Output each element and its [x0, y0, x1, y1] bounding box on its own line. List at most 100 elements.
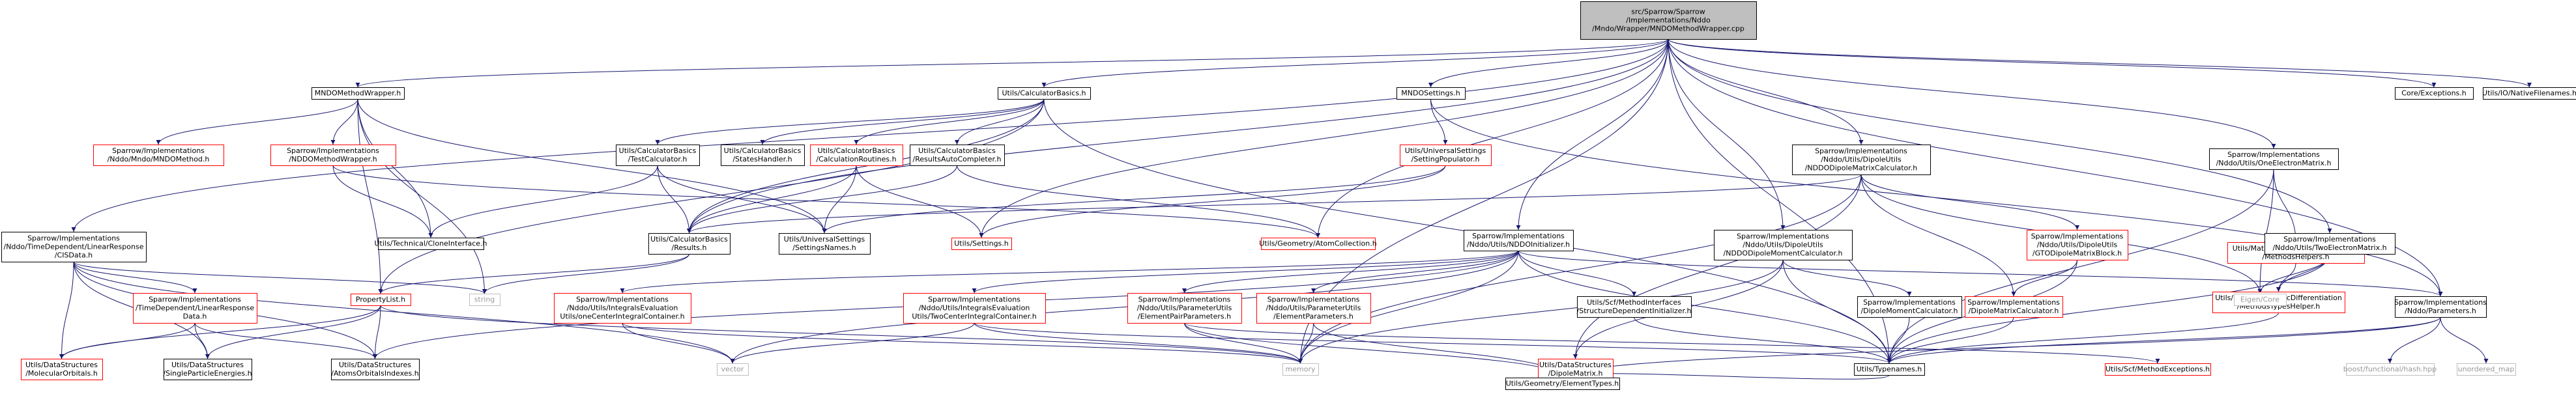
- node-mndomw[interactable]: MNDOMethodWrapper.h: [311, 87, 405, 100]
- node-structdep[interactable]: Utils/Scf/MethodInterfaces/StructureDepe…: [1577, 296, 1692, 318]
- node-nddoinit[interactable]: Sparrow/Implementations/Nddo/Utils/NDDOI…: [1464, 230, 1574, 251]
- node-techclone[interactable]: Utils/Technical/CloneInterface.h: [374, 238, 487, 250]
- node-label: PropertyList.h: [356, 296, 405, 304]
- node-typenames[interactable]: Utils/Typenames.h: [1854, 363, 1925, 376]
- node-label: /Nddo/Utils/ParameterUtils: [1266, 304, 1361, 313]
- edge-twocenter-to-typenames: [974, 322, 1892, 364]
- node-label: /NDDODipoleMatrixCalculator.h: [1805, 164, 1918, 173]
- node-box: [1714, 230, 1853, 260]
- node-label: Sparrow/Implementations: [2394, 298, 2487, 307]
- edge-mndomw-to-techclone: [357, 98, 433, 238]
- node-box: [1400, 145, 1492, 166]
- node-stateshandler[interactable]: Utils/CalculatorBasics/StatesHandler.h: [721, 145, 805, 166]
- edge-results-to-string: [482, 253, 689, 294]
- node-calcroutines[interactable]: Utils/CalculatorBasics/CalculationRoutin…: [810, 145, 903, 166]
- node-box: [2395, 296, 2487, 318]
- node-label: vector: [721, 365, 744, 374]
- node-label: Sparrow/Implementations: [149, 296, 241, 304]
- node-singlepart[interactable]: Utils/DataStructures/SingleParticleEnerg…: [163, 359, 252, 380]
- edge-dipcalc-to-gtodip: [1860, 174, 2079, 230]
- node-onecenter[interactable]: Sparrow/Implementations/Nddo/Utils/Integ…: [554, 293, 691, 324]
- node-label: /CalculationRoutines.h: [816, 155, 896, 163]
- node-unisetnames[interactable]: Utils/UniversalSettings/SettingsNames.h: [779, 233, 871, 255]
- node-oneel[interactable]: Sparrow/Implementations/Nddo/Utils/OneEl…: [2209, 148, 2339, 170]
- node-box: [1792, 145, 1931, 175]
- node-label: MNDOSettings.h: [1401, 89, 1460, 98]
- node-label: Sparrow/Implementations: [287, 146, 379, 155]
- node-box: [1854, 363, 1925, 376]
- node-label: Sparrow/Implementations: [112, 146, 205, 155]
- edge-oneel-to-typenames: [1887, 169, 2274, 364]
- node-tdlr[interactable]: Sparrow/Implementations/TimeDependent/Li…: [133, 293, 257, 324]
- node-elemtypes[interactable]: Utils/Geometry/ElementTypes.h: [1505, 378, 1620, 390]
- node-dipmomcalc[interactable]: Sparrow/Implementations/Nddo/Utils/Dipol…: [1714, 230, 1853, 260]
- edge-nddoinit-to-nddoparams: [1518, 250, 2443, 297]
- node-dipmatcalc[interactable]: Sparrow/Implementations/DipoleMatrixCalc…: [1965, 296, 2063, 318]
- node-vector: vector: [717, 363, 749, 376]
- node-elparams[interactable]: Sparrow/Implementations/Nddo/Utils/Param…: [1256, 293, 1371, 324]
- node-cis[interactable]: Sparrow/Implementations/Nddo/TimeDepende…: [1, 232, 147, 262]
- node-results[interactable]: Utils/CalculatorBasics/Results.h: [648, 233, 731, 255]
- edge-root-to-results: [687, 38, 1669, 234]
- node-twoel[interactable]: Sparrow/Implementations/Nddo/Utils/TwoEl…: [2265, 233, 2395, 255]
- node-label: Sparrow/Implementations: [2031, 232, 2124, 241]
- node-dipmomcalc2[interactable]: Sparrow/Implementations/DipoleMomentCalc…: [1857, 296, 1962, 318]
- edge-nddoinit-to-structdep: [1518, 250, 1636, 297]
- edge-mndomw-to-nddomw: [330, 98, 358, 145]
- node-box: [951, 238, 1012, 250]
- node-label: /SettingPopulator.h: [1411, 155, 1480, 163]
- node-calcbasics[interactable]: Utils/CalculatorBasics.h: [998, 87, 1091, 100]
- node-label: Utils/Geometry/AtomCollection.h: [1259, 240, 1376, 248]
- node-box: [2457, 363, 2516, 376]
- node-label: /Results.h: [672, 243, 707, 252]
- node-setpop[interactable]: Utils/UniversalSettings/SettingPopulator…: [1400, 145, 1492, 166]
- node-label: /TimeDependent/LinearResponse: [136, 304, 255, 313]
- node-dipcalc[interactable]: Sparrow/Implementations/Nddo/Utils/Dipol…: [1792, 145, 1931, 175]
- node-resautocomp[interactable]: Utils/CalculatorBasics/ResultsAutoComple…: [910, 145, 1005, 166]
- edge-root-to-cis: [71, 38, 1669, 232]
- edge-nddomw-to-atomcoll: [332, 165, 1320, 238]
- edge-nddoinit-to-elpair: [1182, 250, 1519, 294]
- edge-calcbasics-to-testcalc: [655, 98, 1045, 145]
- node-box: [1580, 1, 1757, 40]
- edge-nddoinit-to-vector: [730, 250, 1519, 364]
- node-nddoparams[interactable]: Sparrow/Implementations/Nddo/Parameters.…: [2394, 296, 2487, 318]
- edge-testcalc-to-unisetnames: [657, 165, 827, 234]
- node-nativefn[interactable]: Utils/IO/NativeFilenames.h: [2482, 87, 2576, 100]
- node-molorb[interactable]: Utils/DataStructures/MolecularOrbitals.h: [21, 359, 103, 380]
- node-scfexc[interactable]: Utils/Scf/MethodExceptions.h: [2105, 363, 2211, 376]
- node-label: /Nddo/Utils/OneElectronMatrix.h: [2216, 159, 2332, 167]
- node-proplist[interactable]: PropertyList.h: [351, 294, 411, 306]
- edge-mndoset-to-setpop: [1430, 98, 1448, 145]
- node-mndoset[interactable]: MNDOSettings.h: [1397, 87, 1466, 100]
- node-label: src/Sparrow/Sparrow: [1631, 8, 1705, 16]
- node-label: Utils/DataStructures: [171, 361, 244, 369]
- node-settings[interactable]: Utils/Settings.h: [951, 238, 1012, 250]
- node-mndomethod[interactable]: Sparrow/Implementations/Nddo/Mndo/MNDOMe…: [93, 145, 224, 166]
- node-root[interactable]: src/Sparrow/Sparrow/Implementations/Nddo…: [1580, 1, 1757, 40]
- node-label: /SettingsNames.h: [792, 243, 856, 252]
- node-box: [616, 145, 700, 166]
- node-atomorb[interactable]: Utils/DataStructures/AtomsOrbitalsIndexe…: [331, 359, 420, 380]
- node-label: /TestCalculator.h: [628, 155, 687, 163]
- node-label: /Nddo/TimeDependent/LinearResponse: [4, 243, 144, 251]
- edge-dipmomcalc-to-dipmomcalc2: [1782, 259, 1912, 297]
- node-label: /Nddo/Utils/ParameterUtils: [1137, 304, 1232, 313]
- node-testcalc[interactable]: Utils/CalculatorBasics/TestCalculator.h: [616, 145, 700, 166]
- node-label: Utils/CalculatorBasics: [724, 146, 802, 155]
- node-gtodip[interactable]: Sparrow/Implementations/Nddo/Utils/Dipol…: [2027, 230, 2128, 260]
- node-twocenter[interactable]: Sparrow/Implementations/Nddo/Utils/Integ…: [903, 293, 1046, 324]
- node-label: Utils/UniversalSettings: [1405, 146, 1486, 155]
- node-label: /CISData.h: [55, 251, 93, 260]
- edge-setpop-to-unisetnames: [822, 165, 1446, 234]
- node-coreexc[interactable]: Core/Exceptions.h: [2395, 87, 2474, 100]
- node-label: MNDOMethodWrapper.h: [315, 89, 401, 98]
- node-label: Utils/IO/NativeFilenames.h: [2482, 89, 2576, 98]
- node-atomcoll[interactable]: Utils/Geometry/AtomCollection.h: [1259, 238, 1377, 250]
- edge-root-to-coreexc: [1668, 38, 2437, 88]
- node-label: Utils/CalculatorBasics: [918, 146, 996, 155]
- node-elpair[interactable]: Sparrow/Implementations/Nddo/Utils/Param…: [1127, 293, 1242, 324]
- node-nddomw[interactable]: Sparrow/Implementations/NDDOMethodWrappe…: [270, 145, 396, 166]
- node-box: [903, 293, 1046, 324]
- node-dipmatrix[interactable]: Utils/DataStructures/DipoleMatrix.h: [1538, 359, 1614, 380]
